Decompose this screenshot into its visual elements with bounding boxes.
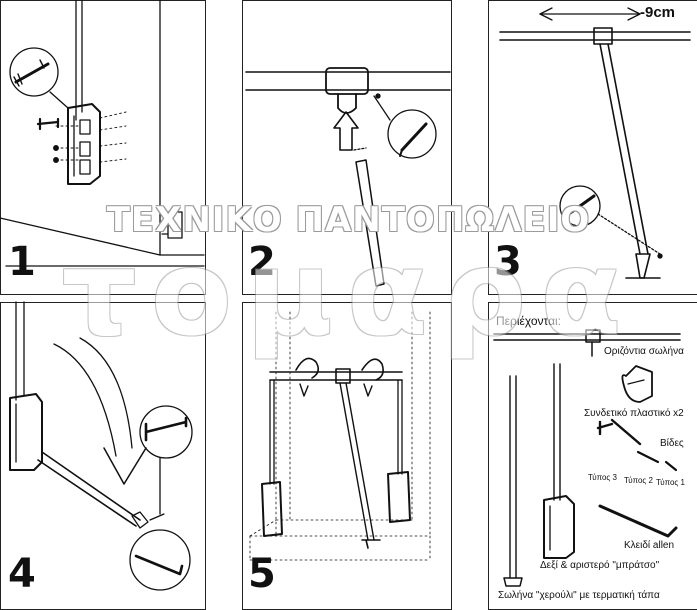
step-5-panel [242,302,452,610]
label-allen-key: Κλειδί allen [624,540,675,551]
step-number-1: 1 [8,239,36,285]
step-1-drawing [0,0,205,267]
dimension-label: -9cm [640,4,676,21]
step-1-panel [0,0,206,295]
step-3-drawing [499,7,691,279]
label-left-right-arms: Δεξί & αριστερό "μπράτσο" [540,560,660,571]
step-5-drawing [249,311,431,561]
label-horizontal-tube: Οριζόντια σωλήνα [604,346,684,357]
step-number-4: 4 [8,551,36,597]
label-screws: Βίδες [660,438,684,449]
label-screw-type-3: Τύπος 3 [588,473,617,482]
label-screw-type-2: Τύπος 2 [624,476,653,485]
step-4-drawing [9,301,193,591]
step-3-panel [488,0,697,295]
step-number-2: 2 [248,239,276,285]
step-2-drawing [245,67,451,287]
step-2-panel [242,0,452,295]
label-handle-tube: Σωλήνα "χερούλι" με τερματική τάπα [498,590,660,601]
step-number-3: 3 [494,239,522,285]
label-plastic-connector: Συνδετικό πλαστικό x2 [584,408,684,419]
step-4-panel [0,302,206,610]
contents-drawings [493,329,681,587]
contents-heading: Περιέχονται: [496,314,562,328]
step-number-5: 5 [248,551,276,597]
label-screw-type-1: Τύπος 1 [656,478,685,487]
